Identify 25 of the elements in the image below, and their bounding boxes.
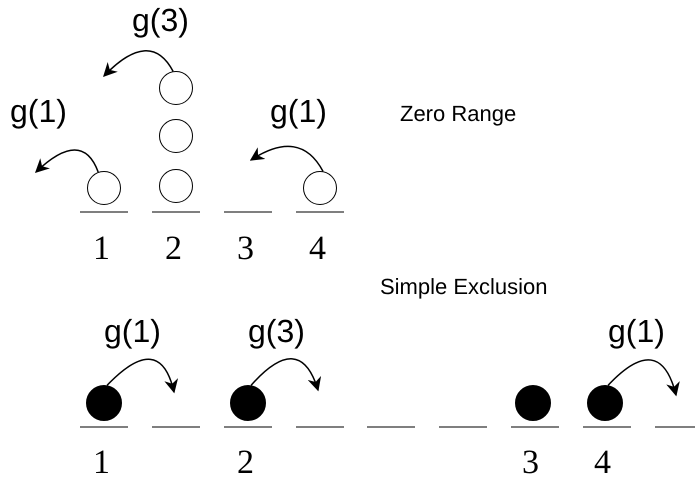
hop-arrow xyxy=(608,359,680,396)
empty-particle xyxy=(159,71,193,105)
site-number: 1 xyxy=(93,446,110,480)
section-heading: Zero Range xyxy=(400,103,516,125)
filled-particle xyxy=(86,385,122,421)
empty-particle xyxy=(159,169,193,203)
empty-particle xyxy=(159,119,193,153)
site-number: 3 xyxy=(522,446,539,480)
hop-arrow xyxy=(250,146,324,172)
empty-particle xyxy=(303,171,337,205)
site-number: 4 xyxy=(309,232,326,266)
hop-arrow xyxy=(103,50,174,77)
empty-particle xyxy=(87,171,121,205)
filled-particle xyxy=(230,385,266,421)
site-number: 1 xyxy=(93,232,110,266)
site-number: 2 xyxy=(237,446,254,480)
section-heading: Simple Exclusion xyxy=(380,276,548,298)
hop-arrow xyxy=(250,358,320,392)
site-number: 3 xyxy=(237,232,254,266)
site-number: 4 xyxy=(594,446,611,480)
hop-arrow xyxy=(106,358,178,394)
site-number: 2 xyxy=(165,232,182,266)
filled-particle xyxy=(587,385,623,421)
filled-particle xyxy=(515,385,551,421)
hop-arrow xyxy=(34,149,99,173)
